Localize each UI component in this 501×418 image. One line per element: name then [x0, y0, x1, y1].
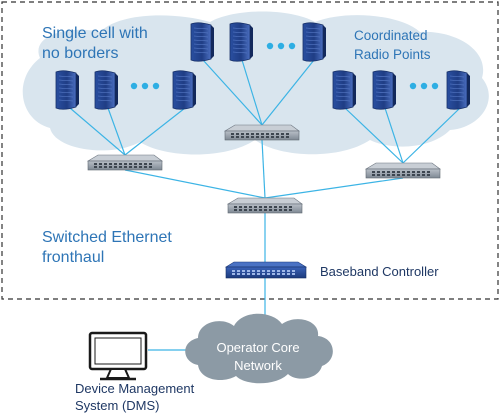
dms-label-line2: System (DMS)	[75, 398, 160, 413]
fronthaul-label-line1: Switched Ethernet	[42, 229, 172, 246]
radio-point-icon	[94, 70, 119, 110]
radio-point-icon	[302, 22, 327, 62]
baseband-controller-label: Baseband Controller	[320, 264, 439, 279]
ethernet-switch-icon	[365, 162, 441, 179]
coordinated-label-line2: Radio Points	[354, 47, 431, 62]
ellipsis-dots-icon	[266, 42, 296, 50]
radio-point-icon	[229, 22, 254, 62]
baseband-controller-icon	[224, 261, 308, 279]
computer-monitor-icon	[88, 331, 148, 381]
dms-label-line1: Device Management	[75, 381, 195, 396]
single-cell-label-line1: Single cell with	[42, 25, 148, 42]
radio-point-icon	[372, 70, 397, 110]
coverage-cloud	[22, 11, 489, 155]
radio-point-icon	[55, 70, 80, 110]
coordinated-label-line1: Coordinated	[354, 28, 428, 43]
ethernet-switch-icon	[227, 197, 303, 214]
radio-point-icon	[190, 22, 215, 62]
radio-point-icon	[332, 70, 357, 110]
radio-point-icon	[172, 70, 197, 110]
cloud-icon	[185, 313, 333, 384]
ethernet-switch-icon	[224, 124, 300, 141]
single-cell-label-line2: no borders	[42, 45, 119, 62]
ellipsis-dots-icon	[130, 82, 160, 90]
ethernet-links	[69, 59, 461, 351]
core-network-label-line2: Network	[234, 358, 282, 373]
fronthaul-label-line2: fronthaul	[42, 249, 104, 266]
ethernet-switch-icon	[87, 154, 163, 171]
radio-point-icon	[446, 70, 471, 110]
ellipsis-dots-icon	[409, 82, 439, 90]
system-boundary	[1, 1, 499, 300]
core-network-label-line1: Operator Core	[216, 340, 299, 355]
